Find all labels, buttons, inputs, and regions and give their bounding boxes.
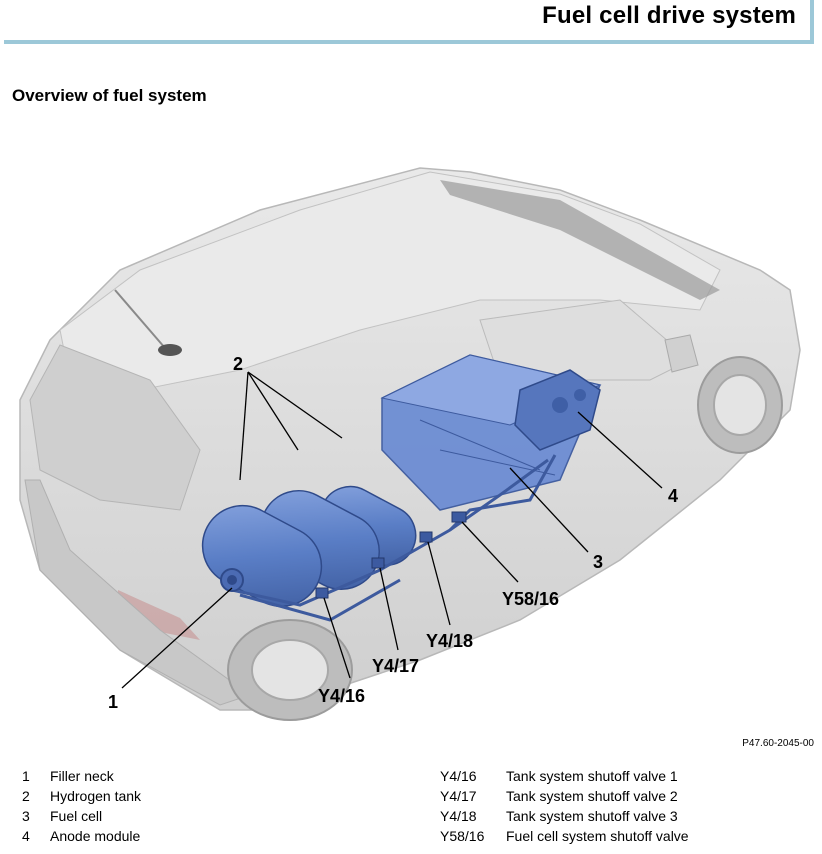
legend-key: 1 [22, 768, 30, 784]
legend-valves: Y4/16 Tank system shutoff valve 1 Y4/17 … [440, 766, 689, 846]
legend-key: Y4/17 [440, 788, 477, 804]
legend-item: 1 Filler neck [22, 766, 141, 786]
legend-key: Y4/18 [440, 808, 477, 824]
legend-item: 3 Fuel cell [22, 806, 141, 826]
legend-item: Y4/16 Tank system shutoff valve 1 [440, 766, 689, 786]
callout-y4-16: Y4/16 [318, 686, 365, 706]
legend-text: Anode module [50, 828, 141, 844]
valve-y4-16 [315, 587, 329, 599]
legend-text: Tank system shutoff valve 2 [506, 788, 678, 804]
callout-4: 4 [668, 486, 678, 506]
legend-text: Fuel cell system shutoff valve [506, 828, 689, 844]
header-title: Fuel cell drive system [542, 2, 796, 29]
legend-text: Fuel cell [50, 808, 103, 824]
callout-1: 1 [108, 692, 118, 712]
header-rule [4, 40, 814, 44]
fuel-system-illustration: 1 2 3 4 Y58/16 Y4/18 Y4/17 Y4/16 [19, 167, 801, 721]
legend-item: 4 Anode module [22, 826, 141, 846]
callout-y4-17: Y4/17 [372, 656, 419, 676]
legend-key: 4 [22, 828, 30, 844]
filler-neck [220, 568, 244, 592]
legend-components: 1 Filler neck 2 Hydrogen tank 3 Fuel cel… [22, 766, 141, 846]
legend-text: Filler neck [50, 768, 114, 784]
legend-key: 3 [22, 808, 30, 824]
callout-y58-16: Y58/16 [502, 589, 559, 609]
legend-text: Tank system shutoff valve 3 [506, 808, 678, 824]
callout-3: 3 [593, 552, 603, 572]
legend-item: 2 Hydrogen tank [22, 786, 141, 806]
shutoff-valves [315, 511, 467, 599]
fuel-system-figure: 1 2 3 4 Y58/16 Y4/18 Y4/17 Y4/16 [0, 150, 822, 740]
callout-y4-18: Y4/18 [426, 631, 473, 651]
leader-lines [121, 371, 663, 689]
legend-key: Y4/16 [440, 768, 477, 784]
anode-module [514, 369, 601, 451]
valve-y4-17 [371, 557, 385, 569]
legend-text: Tank system shutoff valve 1 [506, 768, 678, 784]
legend-item: Y58/16 Fuel cell system shutoff valve [440, 826, 689, 846]
wheels [227, 356, 783, 721]
valve-y58-16 [451, 511, 467, 523]
legend-item: Y4/18 Tank system shutoff valve 3 [440, 806, 689, 826]
callout-2: 2 [233, 354, 243, 374]
page-header: Fuel cell drive system [0, 0, 822, 46]
figure-code: P47.60-2045-00 [742, 738, 814, 749]
section-title: Overview of fuel system [12, 86, 207, 105]
legend-text: Hydrogen tank [50, 788, 142, 804]
legend-key: 2 [22, 788, 30, 804]
legend-item: Y4/17 Tank system shutoff valve 2 [440, 786, 689, 806]
legend-key: Y58/16 [440, 828, 485, 844]
header-rule-tick [810, 0, 814, 44]
valve-y4-18 [419, 531, 433, 543]
